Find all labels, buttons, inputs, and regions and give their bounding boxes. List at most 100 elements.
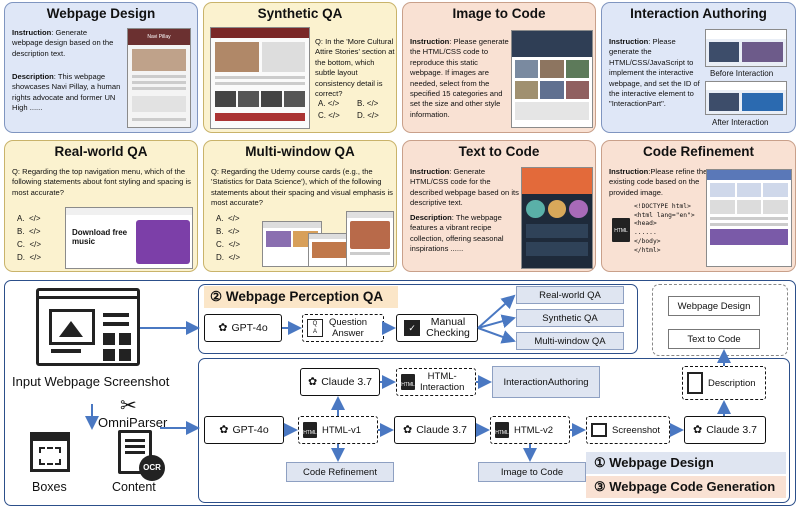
tools-icon: ✂ [120, 395, 137, 417]
qa-thumbnail: Download free music [65, 207, 193, 269]
code-snippet: <!DOCTYPE html> <html lang="en"> <head> … [634, 203, 695, 255]
html-interaction-node: HTML HTML-Interaction [396, 368, 476, 396]
option-b: B. </> [17, 227, 41, 236]
document-icon [687, 372, 703, 394]
gpt4o-node-top: ✿GPT-4o [204, 314, 282, 342]
card-interaction-authoring: Interaction Authoring Instruction: Pleas… [601, 2, 796, 133]
node-label: Description [708, 377, 756, 389]
arrow-to-realworld [477, 294, 516, 329]
question-text: Q: Regarding the top navigation menu, wh… [12, 167, 191, 197]
output-synthetic-qa: Synthetic QA [516, 309, 624, 327]
thumbnail-headline: Download free music [72, 228, 128, 246]
qa-thumbnail [210, 27, 310, 129]
thumbnail-title: Navi Pillay [128, 29, 190, 45]
card-multiwindow-qa: Multi-window QA Q: Regarding the Udemy c… [203, 140, 397, 272]
node-label: Claude 3.7 [416, 423, 467, 436]
option-c: C. </> [216, 240, 241, 249]
card-title: Code Refinement [642, 144, 754, 159]
card-code-refinement: Code Refinement Instruction:Please refin… [601, 140, 796, 272]
html-v2-node: HTML HTML-v2 [490, 416, 570, 444]
card-text-to-code: Text to Code Instruction: Generate HTML/… [402, 140, 596, 272]
input-label: Input Webpage Screenshot [12, 374, 170, 389]
code-line: ...... [634, 229, 657, 237]
claude-icon: ✿ [402, 423, 413, 436]
claude-mid-node: ✿Claude 3.7 [394, 416, 476, 444]
question-text: Q: Regarding the Udemy course cards (e.g… [211, 167, 393, 208]
webpage-thumbnail: Navi Pillay [127, 28, 191, 128]
card-title: Synthetic QA [257, 6, 343, 21]
option-d: D. </> [17, 253, 42, 262]
webpage-thumbnail [511, 30, 593, 128]
instruction-text: Instruction: Generate webpage design bas… [12, 28, 114, 58]
option-a: A. </> [17, 214, 41, 223]
description-text: Description: The webpage features a vibr… [410, 213, 504, 254]
option-c: C. </> [318, 111, 340, 120]
card-image-to-code: Image to Code Instruction: Please genera… [402, 2, 596, 133]
content-label: Content [112, 480, 156, 494]
output-multiwindow-qa: Multi-window QA [516, 332, 624, 350]
webpage-thumbnail [521, 167, 593, 269]
card-webpage-design: Webpage Design Instruction: Generate web… [4, 2, 198, 133]
checking-icon: ✓ [404, 320, 421, 336]
card-synthetic-qa: Synthetic QA Q: In the 'More Cultural At… [203, 2, 397, 133]
perception-qa-title: ② Webpage Perception QA [204, 286, 398, 308]
claude-icon: ✿ [307, 375, 318, 388]
code-line: <html lang="en"> [634, 211, 695, 219]
claude-icon: ✿ [692, 423, 703, 436]
code-line: </html> [634, 246, 661, 254]
code-line: </body> [634, 237, 661, 245]
option-d: D. </> [216, 253, 241, 262]
input-screenshot-icon [36, 288, 140, 366]
after-label: After Interaction [712, 118, 769, 127]
ocr-icon: OCR [139, 455, 165, 481]
output-realworld-qa: Real-world QA [516, 286, 624, 304]
question-text: Q: In the 'More Cultural Attire Stories'… [315, 37, 395, 99]
code-line: <!DOCTYPE html> [634, 203, 691, 210]
output-code-refinement: Code Refinement [286, 462, 394, 482]
claude-right-node: ✿Claude 3.7 [684, 416, 766, 444]
content-icon [118, 430, 152, 474]
node-label: HTML-Interaction [420, 371, 465, 393]
option-d: D. </> [357, 111, 379, 120]
card-title: Text to Code [458, 144, 540, 159]
card-title: Webpage Design [46, 6, 156, 21]
omniparser-label: OmniParser [98, 415, 168, 430]
node-label: GPT-4o [232, 423, 269, 436]
description-text: Description: This webpage showcases Navi… [12, 72, 121, 113]
instruction-text: Instruction: Please generate the HTML/CS… [410, 37, 509, 119]
before-thumbnail [705, 29, 787, 67]
legend-webpage-design: ① Webpage Design [586, 452, 786, 474]
node-label: Screenshot [612, 424, 661, 436]
option-a: A. </> [216, 214, 240, 223]
node-label: HTML-v1 [322, 424, 362, 436]
arrow-to-synthetic [477, 314, 516, 329]
boxes-label: Boxes [32, 480, 67, 494]
card-title: Interaction Authoring [630, 6, 767, 21]
option-c: C. </> [17, 240, 42, 249]
output-webpage-design: Webpage Design [668, 296, 760, 316]
option-b: B. </> [357, 99, 379, 108]
node-label: Claude 3.7 [706, 423, 757, 436]
after-thumbnail [705, 81, 787, 115]
card-title: Real-world QA [54, 144, 148, 159]
card-realworld-qa: Real-world QA Q: Regarding the top navig… [4, 140, 198, 272]
before-label: Before Interaction [710, 69, 774, 78]
html-file-icon: HTML [495, 422, 509, 438]
openai-icon: ✿ [218, 321, 228, 334]
screenshot-node: Screenshot [586, 416, 670, 444]
output-image-to-code: Image to Code [478, 462, 586, 482]
node-label: GPT-4o [231, 321, 268, 334]
claude-interaction-node: ✿Claude 3.7 [300, 368, 380, 396]
card-title: Image to Code [452, 6, 546, 21]
node-label: HTML-v2 [514, 424, 554, 436]
instruction-text: Instruction: Please generate the HTML/CS… [609, 37, 700, 109]
screenshot-icon [591, 423, 607, 437]
openai-icon: ✿ [219, 423, 229, 436]
arrow-to-multiwindow [477, 327, 516, 344]
